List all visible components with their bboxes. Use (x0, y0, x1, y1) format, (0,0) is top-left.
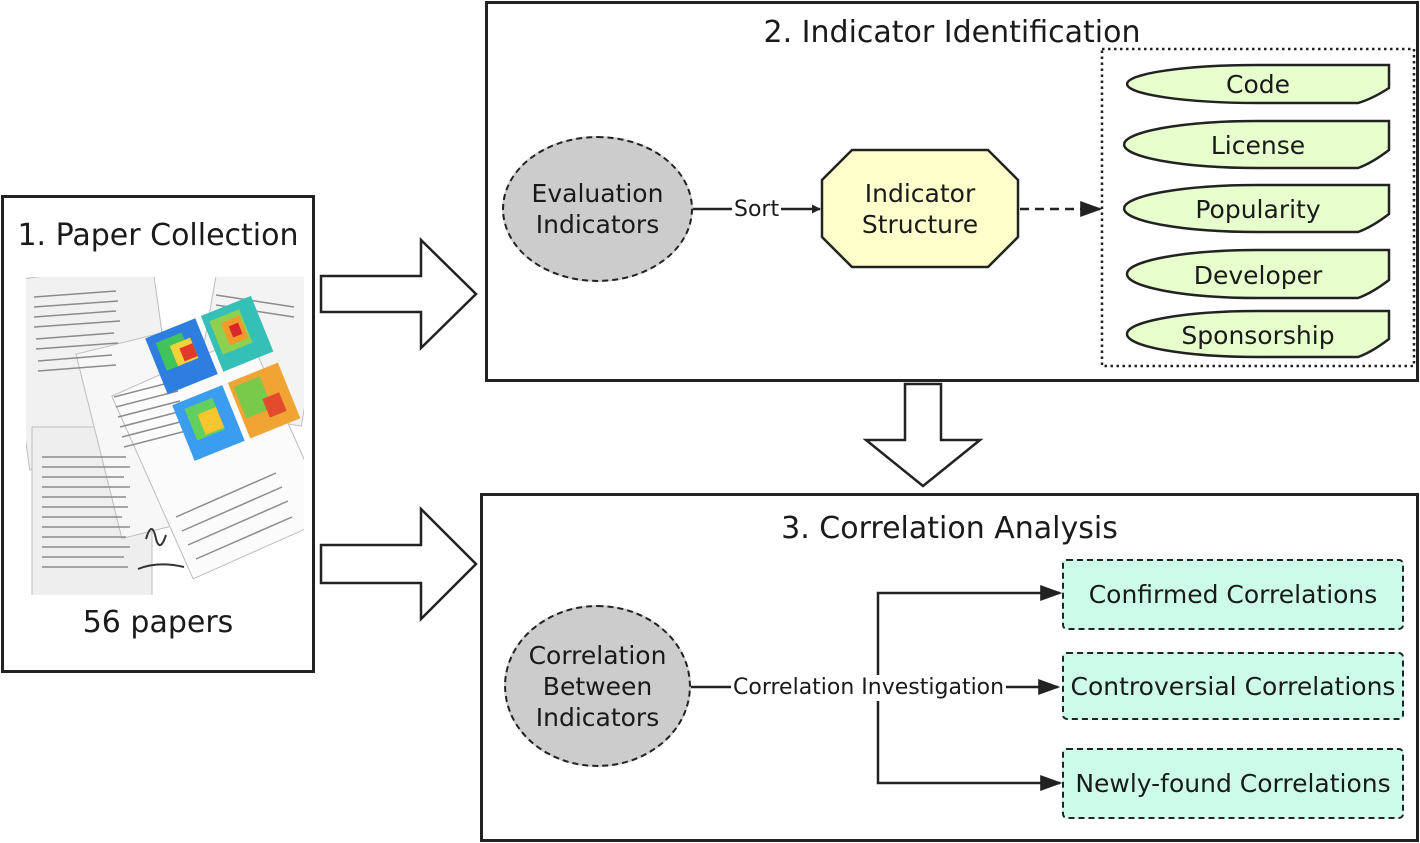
newly-found-branch-connector (876, 687, 1063, 791)
confirmed-branch-connector (876, 585, 1063, 687)
category-sponsorship-shape (1125, 309, 1391, 359)
category-popularity-shape (1122, 183, 1391, 234)
category-sponsorship: Sponsorship (1181, 321, 1335, 350)
category-popularity: Popularity (1195, 195, 1321, 224)
correlation-node-line-1: Correlation (528, 640, 667, 670)
correlation-node-line-2: Between (542, 671, 653, 701)
confirmed-correlations-box: Confirmed Correlations (1062, 559, 1404, 630)
evaluation-indicators-line-1: Evaluation (531, 179, 664, 208)
newly-found-correlations-box: Newly-found Correlations (1062, 748, 1404, 819)
indicator-structure-octagon (820, 148, 1020, 269)
category-license-shape (1122, 119, 1391, 170)
identification-to-analysis-arrow (862, 382, 984, 488)
paper-collection-title: 1. Paper Collection (17, 218, 299, 253)
indicator-identification-title: 2. Indicator Identification (763, 15, 1141, 50)
correlation-analysis-title: 3. Correlation Analysis (781, 511, 1118, 546)
indicator-structure-line-1: Indicator (864, 178, 976, 208)
paper-count-caption: 56 papers (82, 605, 234, 640)
correlation-investigation-label: Correlation Investigation (731, 675, 1007, 701)
sort-label: Sort (732, 197, 782, 223)
category-developer-shape (1125, 248, 1391, 300)
paper-to-identification-arrow (319, 237, 478, 351)
controversial-correlations-box: Controversial Correlations (1062, 652, 1404, 720)
paper-stack-image (26, 277, 304, 595)
category-license: License (1210, 131, 1306, 160)
category-code: Code (1225, 70, 1290, 99)
indicator-structure-line-2: Structure (861, 209, 979, 239)
paper-to-analysis-arrow (319, 505, 478, 623)
category-code-shape (1125, 63, 1391, 105)
category-developer: Developer (1193, 260, 1323, 290)
indicator-structure-node: Indicator Structure (822, 150, 1018, 267)
correlation-between-indicators-node: Correlation Between Indicators (504, 605, 691, 767)
paper-collection-panel: 1. Paper Collection (1, 195, 315, 673)
correlation-node-line-3: Indicators (535, 702, 660, 732)
evaluation-indicators-line-2: Indicators (535, 210, 660, 239)
evaluation-indicators-node: Evaluation Indicators (502, 136, 693, 282)
